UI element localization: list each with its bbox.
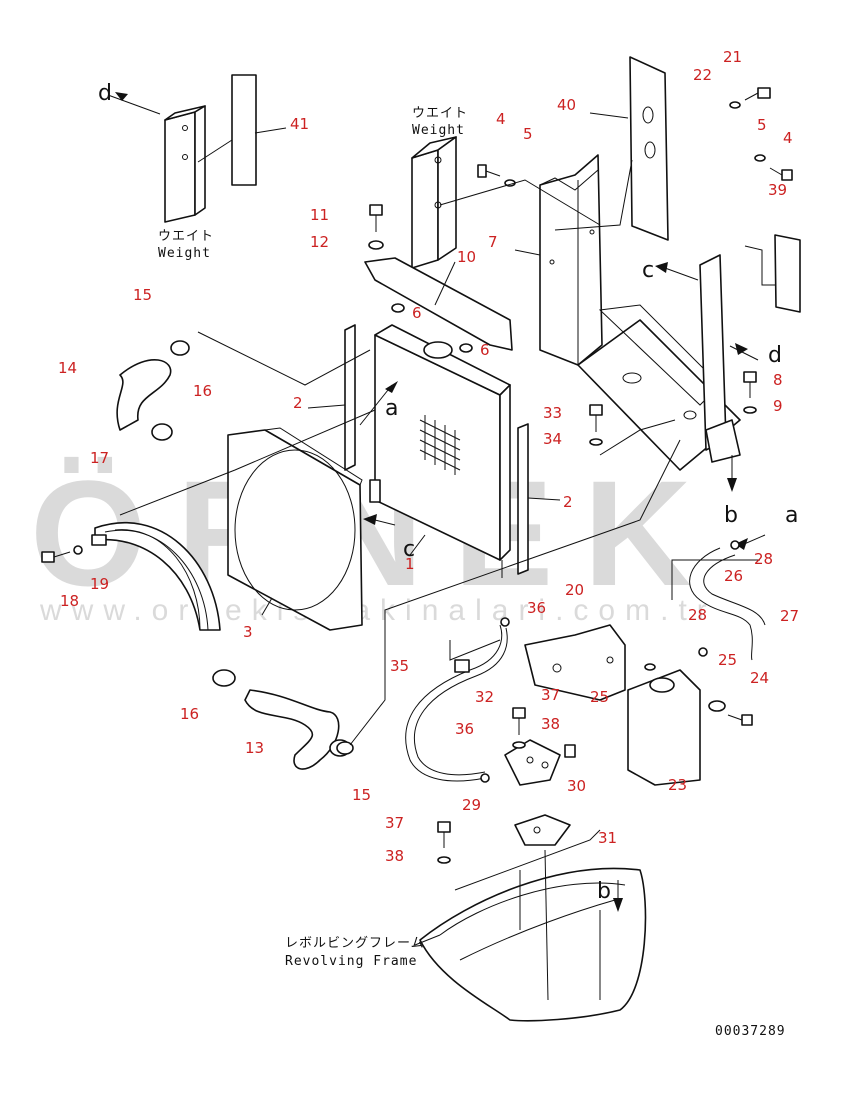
weight-label-en: Weight <box>158 246 211 261</box>
weight-left <box>107 74 287 223</box>
reference-letters: d d a a c c b b <box>98 81 798 904</box>
part-number-4: 4 <box>783 129 793 147</box>
frame-label-jp: レボルビングフレーム <box>285 936 425 951</box>
bracket-7 <box>514 154 603 366</box>
overflow-hose <box>689 534 766 661</box>
part-number-23: 23 <box>668 776 687 794</box>
part-number-20: 20 <box>565 581 584 599</box>
part-number-3: 3 <box>243 623 253 641</box>
post-right <box>655 254 759 492</box>
part-number-15: 15 <box>352 786 371 804</box>
bracket-29 <box>504 739 561 786</box>
part-number-2: 2 <box>563 493 573 511</box>
part-number-27: 27 <box>780 607 799 625</box>
radiator-1 <box>369 324 511 561</box>
part-number-41: 41 <box>290 115 309 133</box>
hose-13 <box>212 669 351 770</box>
frame-label-en: Revolving Frame <box>285 954 417 969</box>
weight-center <box>411 136 457 269</box>
ref-letter-c: c <box>642 258 654 283</box>
part-number-8: 8 <box>773 371 783 389</box>
weight-label-jp: ウエイト <box>412 106 468 121</box>
ref-letter-d: d <box>98 81 112 106</box>
part-number-30: 30 <box>567 777 586 795</box>
ref-letter-d: d <box>768 343 782 368</box>
part-number-10: 10 <box>457 248 476 266</box>
plate-39 <box>744 234 801 313</box>
part-number-33: 33 <box>543 404 562 422</box>
part-number-40: 40 <box>557 96 576 114</box>
part-number-5: 5 <box>523 125 533 143</box>
part-number-9: 9 <box>773 397 783 415</box>
shroud-3 <box>227 427 363 631</box>
part-number-25: 25 <box>590 688 609 706</box>
part-number-22: 22 <box>693 66 712 84</box>
hose-35 <box>405 624 508 782</box>
part-number-28: 28 <box>754 550 773 568</box>
part-number-31: 31 <box>598 829 617 847</box>
connector-lines <box>119 159 760 891</box>
part-number-25: 25 <box>718 651 737 669</box>
strip-2 <box>307 324 561 575</box>
part-number-16: 16 <box>180 705 199 723</box>
part-number-12: 12 <box>310 233 329 251</box>
part-number-17: 17 <box>90 449 109 467</box>
fasteners <box>41 87 793 864</box>
bracket-20 <box>524 624 626 701</box>
part-number-32: 32 <box>475 688 494 706</box>
part-number-5: 5 <box>757 116 767 134</box>
part-number-37: 37 <box>541 686 560 704</box>
drawing-number: 00037289 <box>715 1024 786 1039</box>
tank-23 <box>627 669 726 786</box>
part-number-21: 21 <box>723 48 742 66</box>
part-number-35: 35 <box>390 657 409 675</box>
part-number-36: 36 <box>527 599 546 617</box>
fan-guard <box>91 522 221 631</box>
part-number-6: 6 <box>480 341 490 359</box>
ref-letter-a: a <box>385 396 398 421</box>
part-number-28: 28 <box>688 606 707 624</box>
ref-letter-a: a <box>785 503 798 528</box>
weight-label-jp: ウエイト <box>158 229 214 244</box>
part-number-39: 39 <box>768 181 787 199</box>
part-number-4: 4 <box>496 110 506 128</box>
hose-14 <box>116 340 190 441</box>
part-number-11: 11 <box>310 206 329 224</box>
part-number-18: 18 <box>60 592 79 610</box>
part-number-26: 26 <box>724 567 743 585</box>
text-labels: ウエイト Weight ウエイト Weight レボルビングフレーム Revol… <box>158 106 786 1039</box>
revolving-frame <box>414 849 647 1022</box>
part-number-36: 36 <box>455 720 474 738</box>
part-number-14: 14 <box>58 359 77 377</box>
bracket-10 <box>364 257 513 351</box>
part-numbers: 1 2 2 3 4 4 5 5 6 6 7 8 9 10 11 12 13 14… <box>58 48 799 865</box>
part-number-38: 38 <box>541 715 560 733</box>
bracket-31 <box>514 814 571 846</box>
part-number-1: 1 <box>405 555 415 573</box>
ref-letter-b: b <box>724 503 738 528</box>
part-number-7: 7 <box>488 233 498 251</box>
part-number-6: 6 <box>412 304 422 322</box>
part-number-16: 16 <box>193 382 212 400</box>
part-number-2: 2 <box>293 394 303 412</box>
part-number-34: 34 <box>543 430 562 448</box>
part-number-19: 19 <box>90 575 109 593</box>
ref-letter-c: c <box>403 537 415 562</box>
weight-label-en: Weight <box>412 123 465 138</box>
part-number-29: 29 <box>462 796 481 814</box>
part-number-13: 13 <box>245 739 264 757</box>
part-number-24: 24 <box>750 669 769 687</box>
watermark-url: www.ornekismakinalari.com.tr <box>39 594 717 627</box>
part-number-38: 38 <box>385 847 404 865</box>
part-number-37: 37 <box>385 814 404 832</box>
part-number-15: 15 <box>133 286 152 304</box>
plate-40 <box>589 56 669 241</box>
ref-letter-b: b <box>597 879 611 904</box>
